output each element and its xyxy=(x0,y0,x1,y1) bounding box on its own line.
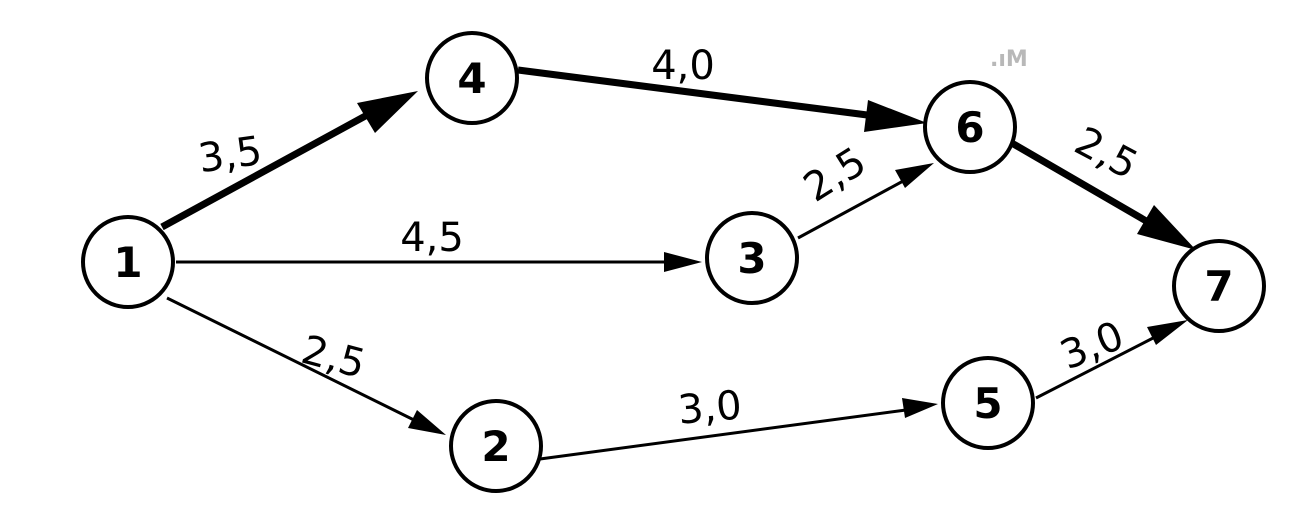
node-5: 5 xyxy=(941,356,1035,450)
arrowhead-4-6 xyxy=(864,100,927,132)
edge-1-2: 2,5 xyxy=(166,296,446,435)
arrowhead-3-6 xyxy=(895,163,934,188)
arrowhead-2-5 xyxy=(902,398,938,418)
edge-label-1-3: 4,5 xyxy=(400,215,464,261)
node-circle-5 xyxy=(941,356,1035,450)
arrowhead-1-2 xyxy=(408,410,446,435)
node-4: 4 xyxy=(425,31,519,125)
arrowhead-5-7 xyxy=(1147,320,1188,345)
node-1: 1 xyxy=(81,215,175,309)
node-label-2: 2 xyxy=(481,422,510,471)
node-circle-4 xyxy=(425,31,519,125)
edge-line-2-5 xyxy=(539,408,907,461)
edge-label-3-6: 2,5 xyxy=(796,139,874,212)
node-7: 7 xyxy=(1172,239,1266,333)
node-circle-6 xyxy=(923,80,1017,174)
edge-label-2-5: 3,0 xyxy=(676,382,743,433)
edge-line-1-2 xyxy=(166,296,415,422)
edge-2-5: 3,0 xyxy=(539,382,938,461)
node-2: 2 xyxy=(449,399,543,493)
node-label-4: 4 xyxy=(457,54,486,103)
node-circle-2 xyxy=(449,399,543,493)
node-label-7: 7 xyxy=(1204,262,1233,311)
arrowhead-6-7 xyxy=(1137,205,1196,250)
node-label-3: 3 xyxy=(737,234,766,283)
edge-line-5-7 xyxy=(1035,334,1158,400)
arrowhead-1-3 xyxy=(664,252,702,272)
edge-1-4: 3,5 xyxy=(160,91,418,231)
scan-smudge: .ıM xyxy=(990,47,1028,72)
edge-label-1-4: 3,5 xyxy=(195,128,264,182)
arrowhead-1-4 xyxy=(357,91,418,133)
node-label-1: 1 xyxy=(113,238,142,287)
edge-label-4-6: 4,0 xyxy=(651,43,715,89)
node-label-5: 5 xyxy=(973,379,1002,428)
node-label-6: 6 xyxy=(955,103,984,152)
edge-line-3-6 xyxy=(797,178,906,240)
edge-label-1-2: 2,5 xyxy=(297,327,370,388)
edge-line-6-7 xyxy=(1008,138,1162,233)
node-3: 3 xyxy=(705,211,799,305)
node-circle-7 xyxy=(1172,239,1266,333)
edge-3-6: 2,5 xyxy=(796,139,934,240)
edge-4-6: 4,0 xyxy=(517,43,927,132)
edge-6-7: 2,5 xyxy=(1008,118,1196,250)
edge-5-7: 3,0 xyxy=(1035,313,1188,400)
node-6: 6 xyxy=(923,80,1017,174)
edge-line-4-6 xyxy=(517,66,876,120)
node-circle-3 xyxy=(705,211,799,305)
node-circle-1 xyxy=(81,215,175,309)
edge-line-1-4 xyxy=(160,104,382,231)
edge-label-5-7: 3,0 xyxy=(1054,313,1130,379)
edge-1-3: 4,5 xyxy=(176,215,702,272)
